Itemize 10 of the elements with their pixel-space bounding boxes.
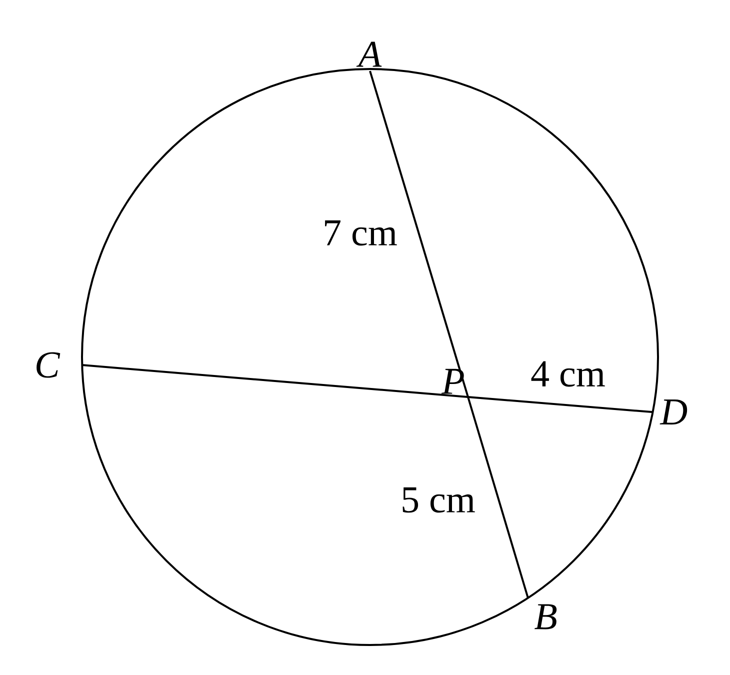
point-label: D [660, 400, 688, 424]
length-label: 7 cm [322, 219, 398, 247]
chord-segment [82, 364, 468, 398]
point-label: B [534, 604, 557, 630]
chord-segment [467, 396, 529, 598]
length-label: 5 cm [400, 486, 476, 514]
length-label: 4 cm [530, 360, 606, 388]
point-label: C [36, 352, 60, 378]
point-label: A [356, 42, 382, 67]
chord-segment [369, 70, 469, 398]
